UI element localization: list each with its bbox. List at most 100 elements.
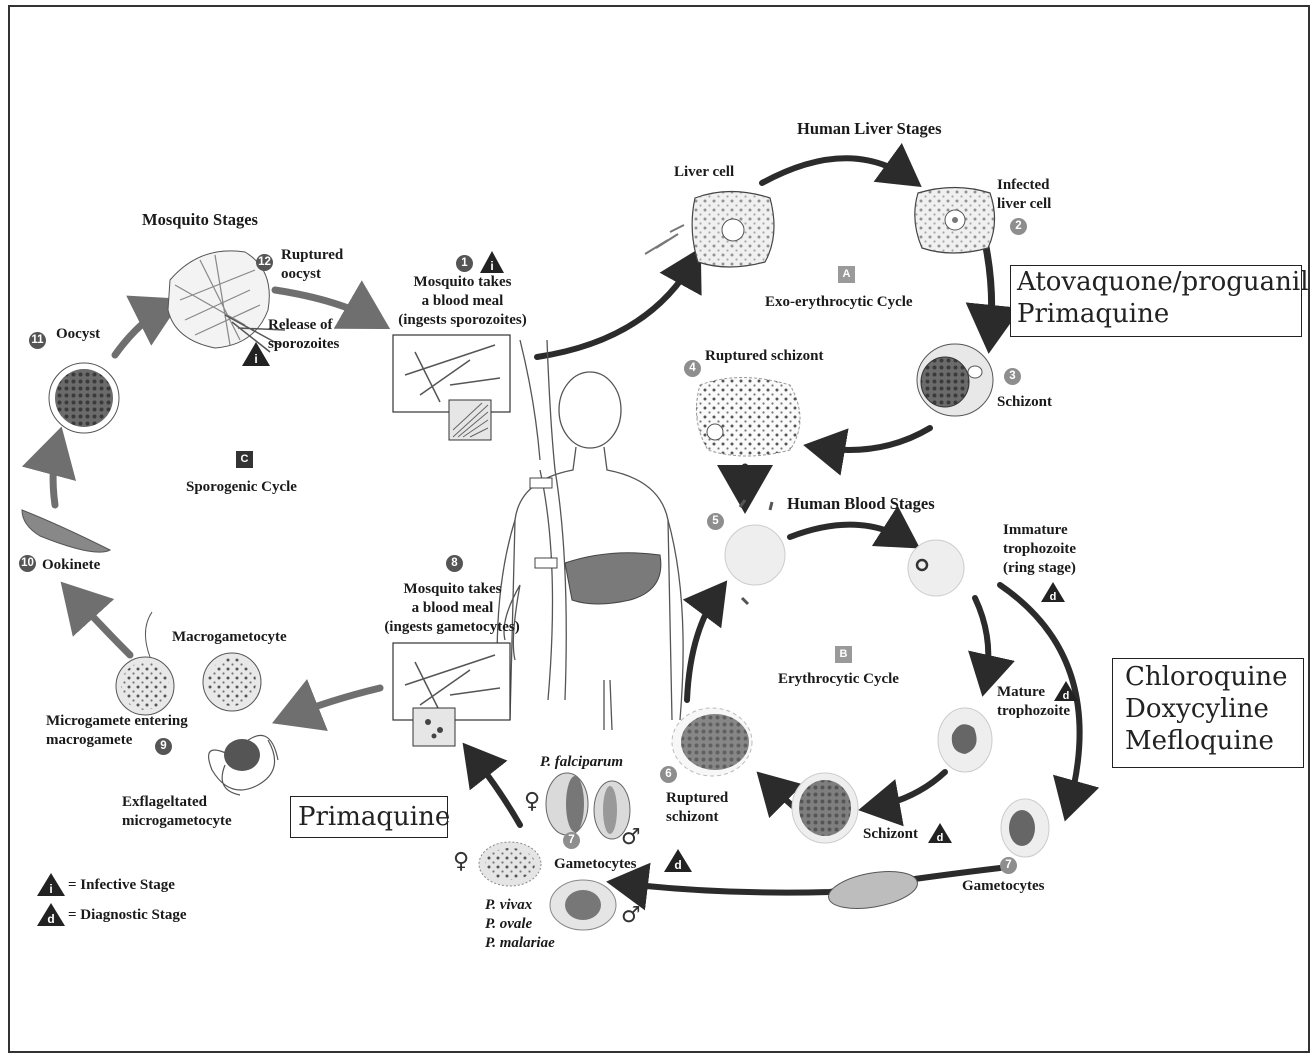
- svg-text:i: i: [490, 259, 493, 273]
- drug-blood-2: Doxycyline: [1125, 694, 1269, 724]
- diagnostic-marker-gametocytes: d: [664, 849, 692, 872]
- ruptured-oocyst-shape: [167, 250, 286, 353]
- erythrocytic-cycle-label: Erythrocytic Cycle: [778, 671, 899, 687]
- ruptured-blood-schizont-label-1: Ruptured: [666, 790, 729, 806]
- liver-schizont-label: Schizont: [997, 394, 1053, 410]
- mature-trophozoite-label-2: trophozoite: [997, 703, 1071, 719]
- female-symbol-2: ♀: [453, 849, 470, 874]
- ruptured-schizont-label: Ruptured schizont: [705, 348, 824, 364]
- step-11-badge: 11: [29, 332, 46, 349]
- mosquito-panel-top: [392, 334, 511, 441]
- step-10-badge: 10: [19, 555, 36, 572]
- injection-marker-2: [534, 557, 558, 569]
- arrow-liver-to-infected: [759, 142, 922, 188]
- infected-liver-cell-label-2: liver cell: [997, 196, 1052, 212]
- ruptured-blood-schizont: [671, 707, 753, 777]
- drug-liver-1: Atovaquone/proguanil: [1017, 267, 1309, 297]
- infective-marker-top: i: [480, 251, 504, 273]
- infective-marker-left: i: [242, 342, 270, 366]
- p-ovale-label: P. ovale: [485, 916, 533, 932]
- human-figure: [496, 339, 684, 731]
- blood-schizont-cell: [791, 772, 859, 844]
- arrow-ruptured-oocyst-to-mosquito: [271, 280, 391, 330]
- step-7b-badge: 7: [1000, 857, 1017, 874]
- svg-text:d: d: [674, 858, 681, 872]
- svg-text:i: i: [254, 352, 257, 366]
- drug-gametocyte-1: Primaquine: [298, 802, 451, 832]
- red-blood-cell: [724, 499, 786, 606]
- sporogenic-cycle-label: Sporogenic Cycle: [186, 479, 297, 495]
- figure-frame: [8, 5, 1310, 1053]
- arrow-mature-to-schizont: [858, 769, 948, 827]
- microgamete-entering-label-2: macrogamete: [46, 732, 133, 748]
- step-2-badge: 2: [1010, 218, 1027, 235]
- microgamete-entering: [115, 611, 175, 716]
- cycle-c-badge: C: [236, 451, 253, 468]
- step-7a-badge: 7: [563, 832, 580, 849]
- immature-trophozoite-label-1: Immature: [1003, 522, 1068, 538]
- liver-schizont: [916, 343, 994, 417]
- release-sporozoites-label-1: Release of: [268, 317, 333, 333]
- mosquito-panel-bottom: [392, 642, 511, 747]
- injection-marker-1: [529, 477, 553, 489]
- sporozoites: [644, 224, 685, 255]
- liver-cell-label: Liver cell: [674, 164, 735, 180]
- infected-liver-cell: [914, 186, 996, 254]
- diagnostic-marker-mature: d: [1054, 681, 1078, 702]
- ookinete-label: Ookinete: [42, 557, 101, 573]
- immature-trophozoite-label-2: trophozoite: [1003, 541, 1077, 557]
- infected-liver-cell-label-1: Infected: [997, 177, 1050, 193]
- step-8-label-3: (ingests gametocytes): [384, 619, 520, 635]
- elongated-gametocyte: [828, 871, 918, 909]
- svg-text:d: d: [1050, 591, 1057, 603]
- svg-text:d: d: [47, 912, 54, 926]
- mature-trophozoite-label-1: Mature: [997, 684, 1046, 700]
- arrow-ring-to-mature: [968, 595, 1015, 697]
- cycle-b-badge: B: [835, 646, 852, 663]
- arrow-ookinete-to-oocyst: [21, 426, 77, 509]
- liver-cell: [691, 190, 775, 268]
- exo-erythrocytic-cycle-label: Exo-erythrocytic Cycle: [765, 294, 913, 310]
- step-8-badge: 8: [446, 555, 463, 572]
- step-8-label-2: a blood meal: [411, 600, 494, 616]
- title-human-blood-stages: Human Blood Stages: [787, 494, 935, 513]
- exflagellated-label-1: Exflageltated: [122, 794, 207, 810]
- title-human-liver-stages: Human Liver Stages: [797, 119, 942, 138]
- step-9-badge: 9: [155, 738, 172, 755]
- triangle-markers: i i i d d d d d: [37, 251, 1078, 926]
- svg-text:d: d: [937, 832, 944, 844]
- cycle-a-badge: A: [838, 266, 855, 283]
- arrow-ring-to-gametocyte: [997, 582, 1100, 822]
- arrow-infected-to-schizont: [965, 238, 1022, 354]
- exflagellated-label-2: microgametocyte: [122, 813, 232, 829]
- p-vivax-label: P. vivax: [485, 897, 533, 913]
- male-symbol-1: ♂: [621, 825, 641, 850]
- infective-marker-legend: i: [37, 873, 65, 896]
- title-mosquito-stages: Mosquito Stages: [142, 210, 258, 229]
- ookinete-shape: [21, 509, 112, 553]
- legend-diagnostic-label: = Diagnostic Stage: [68, 907, 187, 923]
- arrow-mosquito-to-gametes: [272, 679, 384, 732]
- ring-stage-cell: [907, 539, 965, 597]
- immature-trophozoite-label-3: (ring stage): [1003, 560, 1076, 576]
- svg-text:d: d: [1063, 690, 1070, 702]
- diagnostic-marker-legend: d: [37, 903, 65, 926]
- legend-infective-label: = Infective Stage: [68, 877, 175, 893]
- step-8-label-1: Mosquito takes: [403, 581, 502, 597]
- exflagellated-microgametocyte: [208, 734, 279, 796]
- blood-schizont-label: Schizont: [863, 826, 919, 842]
- diagnostic-marker-ring: d: [1041, 582, 1065, 603]
- arrow-ruptured-to-rbc: [682, 580, 728, 703]
- blood-gametocytes-label: Gametocytes: [962, 878, 1045, 894]
- vivax-gametocytes: [478, 841, 617, 931]
- step-1-label-3: (ingests sporozoites): [398, 312, 527, 328]
- arrow-schizont-to-ruptured-blood: [756, 771, 804, 819]
- p-falciparum-label: P. falciparum: [540, 754, 624, 770]
- mosquito-arrows: [21, 280, 391, 732]
- p-malariae-label: P. malariae: [485, 935, 555, 951]
- microgamete-entering-label-1: Microgamete entering: [46, 713, 188, 729]
- step-1-label-2: a blood meal: [421, 293, 504, 309]
- arrow-macro-to-ookinete: [60, 581, 134, 659]
- step-12-badge: 12: [256, 254, 273, 271]
